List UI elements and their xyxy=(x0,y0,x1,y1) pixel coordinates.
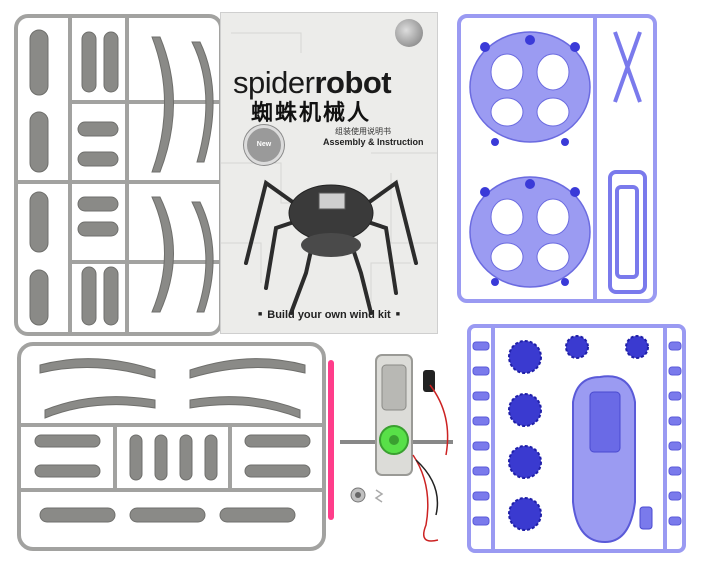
brand-light: spider xyxy=(233,65,315,100)
blue-sprue-bottom-right xyxy=(467,324,686,553)
brand-bold: robot xyxy=(314,65,392,100)
brand-logo-icon xyxy=(395,19,423,47)
motor-gearbox xyxy=(328,354,453,542)
pink-rod xyxy=(328,360,334,520)
blue-sprue-top-right xyxy=(457,14,657,303)
spider-robot-image xyxy=(244,179,418,315)
brand-name: spiderrobot xyxy=(233,65,392,101)
english-subtitle: Assembly & Instruction xyxy=(323,137,424,147)
booklet-footer: Build your own wind kit xyxy=(221,309,437,321)
gray-sprue-top-left xyxy=(14,14,223,336)
chinese-title: 蜘蛛机械人 xyxy=(251,101,372,126)
gray-sprue-bottom-left xyxy=(17,342,326,551)
instruction-booklet: spiderrobot 蜘蛛机械人 New 组装使用说明书 Assembly &… xyxy=(220,12,438,334)
chinese-subtitle: 组装使用说明书 xyxy=(335,127,391,136)
circuit-background xyxy=(221,32,437,303)
new-badge: New xyxy=(244,125,284,165)
